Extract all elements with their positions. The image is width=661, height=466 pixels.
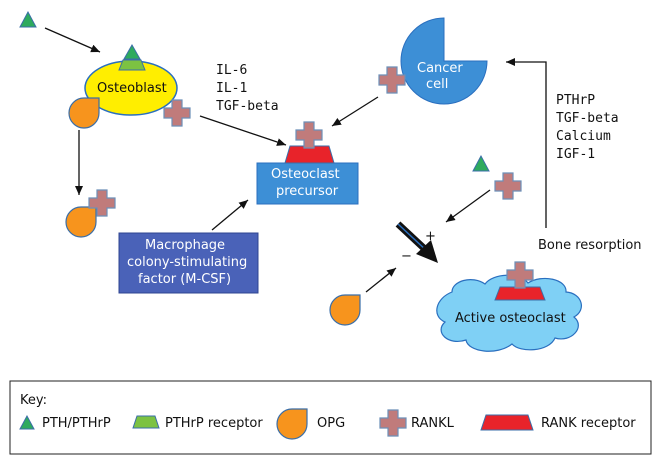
key-label-pthrp-receptor: PTHrP receptor	[165, 416, 263, 431]
arrow-pth-to-osteoblast	[44, 27, 101, 53]
factor-pthrp: PTHrP	[556, 93, 596, 108]
rankl-icon	[295, 121, 323, 149]
mcsf-label-3: factor (M-CSF)	[138, 272, 232, 287]
pth-triangle-icon	[19, 10, 37, 28]
osteoblast-label: Osteoblast	[97, 81, 167, 96]
minus-sign: −	[401, 249, 412, 264]
rankl-icon	[494, 172, 522, 200]
factor-il6: IL-6	[216, 63, 248, 78]
arrow-bone-resorption-loop	[506, 58, 547, 228]
active-osteoclast-node	[436, 261, 582, 352]
key-rank-receptor-icon	[480, 414, 534, 431]
mcsf-label-1: Macrophage	[145, 238, 226, 253]
arrow-opg-to-activation	[365, 267, 397, 293]
opg-rankl-complex	[65, 189, 116, 238]
key-label-rankl: RANKL	[411, 416, 454, 431]
factor-tgfbeta: TGF-beta	[216, 99, 279, 114]
factor-tgfbeta-bone: TGF-beta	[556, 111, 619, 126]
key-legend	[9, 380, 652, 455]
key-label-opg: OPG	[317, 416, 346, 431]
opg-icon	[68, 97, 100, 129]
osteoblast-node	[68, 43, 191, 129]
active-osteoclast-label: Active osteoclast	[455, 311, 566, 326]
precursor-label-2: precursor	[276, 184, 339, 199]
key-label-pth: PTH/PTHrP	[42, 416, 111, 431]
plus-sign: +	[425, 229, 436, 244]
pth-triangle-icon	[472, 154, 490, 172]
factor-igf1: IGF-1	[556, 147, 596, 162]
rankl-icon	[378, 66, 406, 94]
pthrp-receptor-icon	[118, 59, 146, 71]
rank-receptor-icon	[494, 286, 546, 301]
arrow-rankl-to-activation	[445, 189, 491, 223]
activation-arrow	[395, 221, 438, 263]
opg-icon	[329, 294, 361, 326]
arrow-cancer-to-precursor	[331, 96, 379, 127]
arrow-mcsf-to-precursor	[211, 199, 249, 231]
factor-il1: IL-1	[216, 81, 248, 96]
arrow-osteoblast-to-precursor	[199, 115, 287, 146]
precursor-label-1: Osteoclast	[271, 167, 340, 182]
rank-receptor-icon	[284, 145, 335, 164]
opg-icon	[65, 206, 97, 238]
key-pthrp-receptor-icon	[132, 415, 160, 429]
factor-calcium: Calcium	[556, 129, 611, 144]
cancer-cell-node	[378, 17, 488, 105]
mcsf-box	[118, 232, 259, 294]
key-label-rank-receptor: RANK receptor	[541, 416, 636, 431]
cancer-cell-label-1: Cancer	[417, 61, 463, 76]
osteoclast-precursor-node	[256, 121, 359, 205]
key-pth-icon	[19, 414, 35, 430]
key-opg-icon	[276, 408, 308, 440]
bone-resorption-label: Bone resorption	[538, 238, 642, 253]
mcsf-label-2: colony-stimulating	[127, 255, 248, 270]
key-title: Key:	[20, 393, 48, 408]
cancer-cell-label-2: cell	[426, 77, 449, 92]
pth-bound-triangle-icon	[123, 43, 141, 60]
